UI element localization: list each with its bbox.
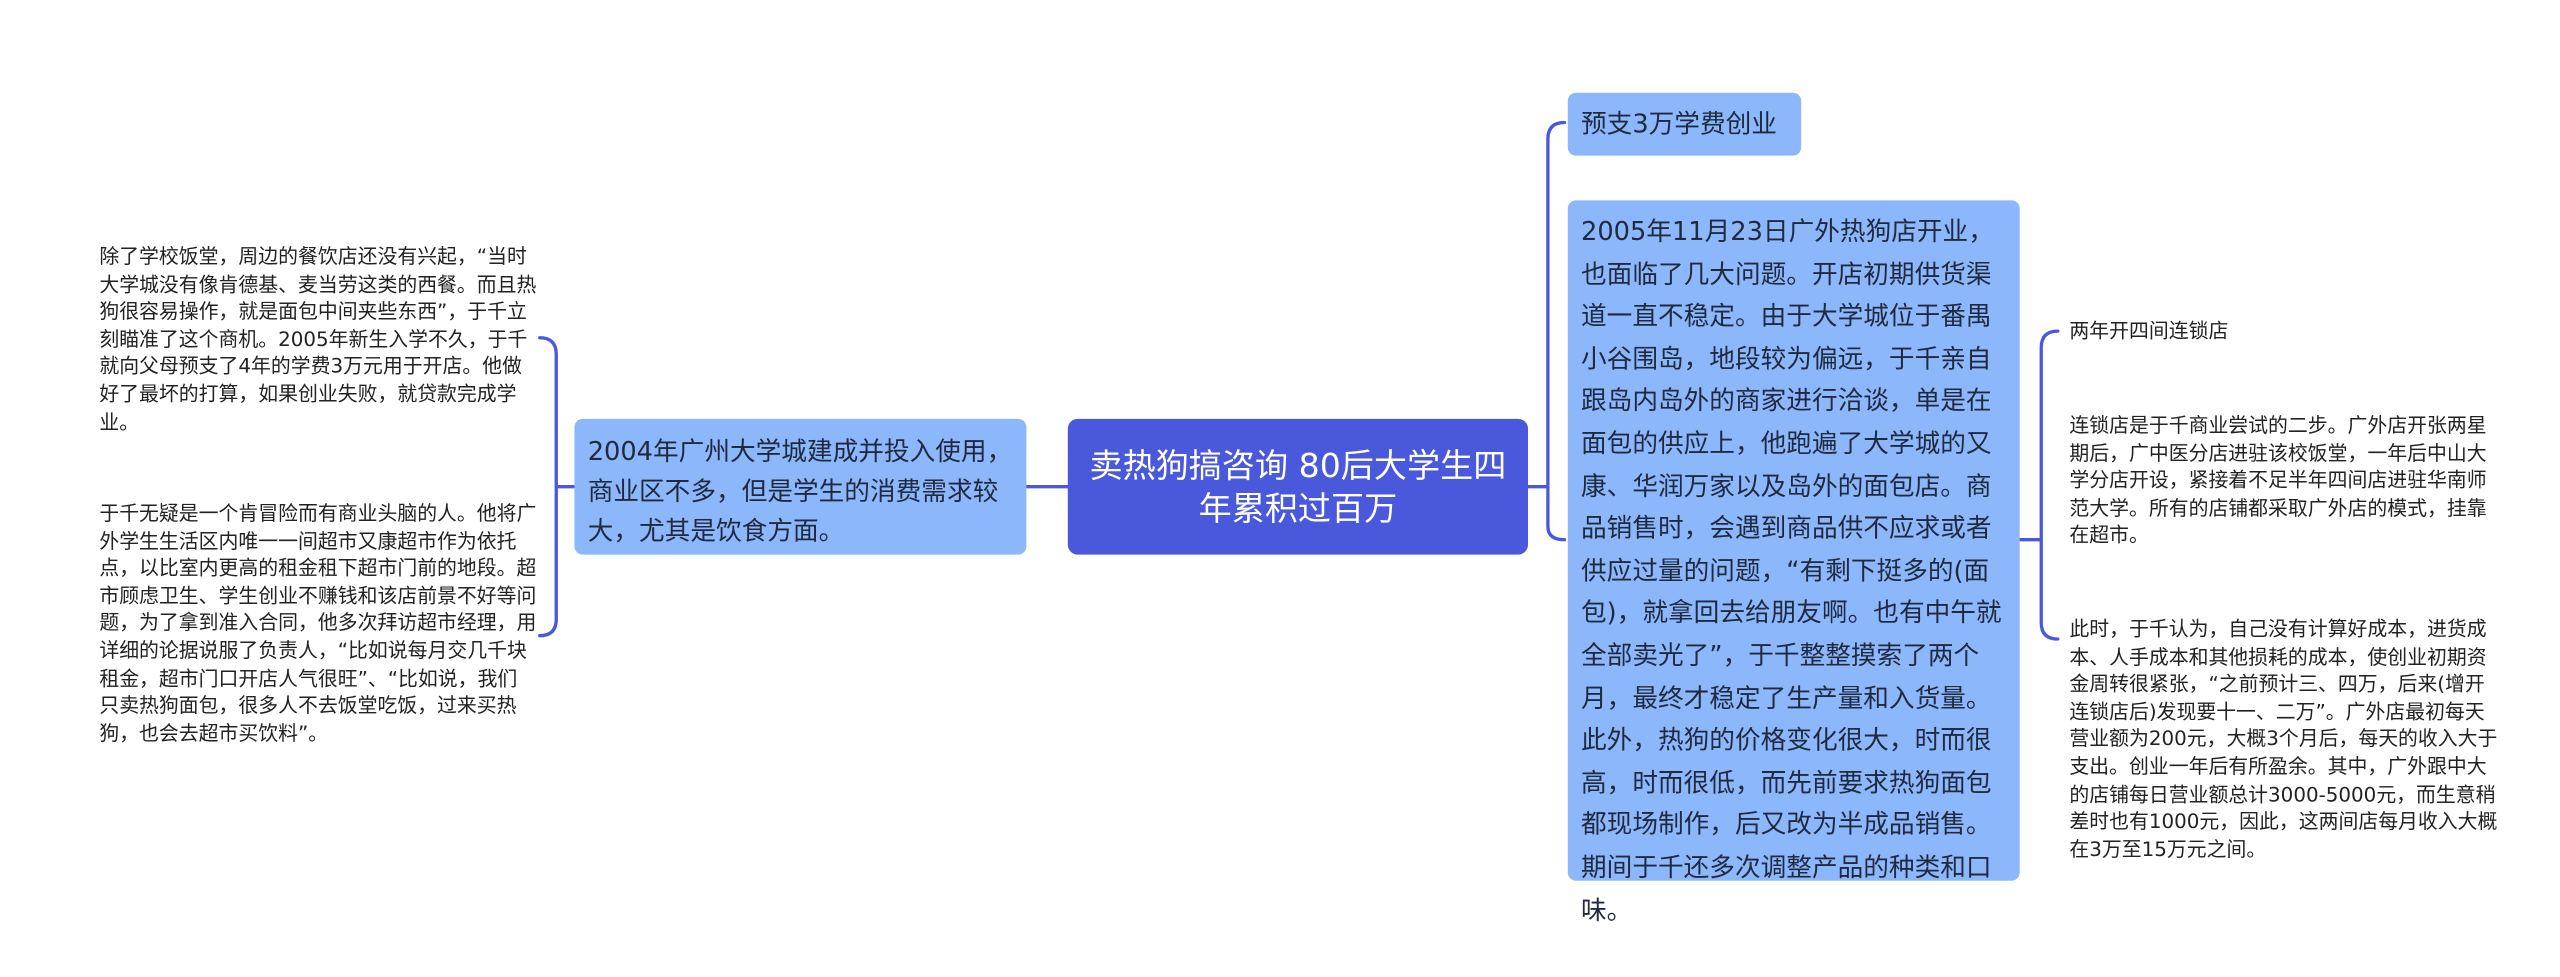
root-topic[interactable]: 卖热狗搞咨询 80后大学生四年累积过百万 [1067, 418, 1529, 555]
left-note-1[interactable]: 除了学校饭堂，周边的餐饮店还没有兴起，“当时大学城没有像肯德基、麦当劳这类的西餐… [99, 243, 536, 435]
left-note-1-text: 除了学校饭堂，周边的餐饮店还没有兴起，“当时大学城没有像肯德基、麦当劳这类的西餐… [99, 245, 537, 434]
right-tag-topic[interactable]: 预支3万学费创业 [1567, 92, 1802, 156]
link-right-notes [2018, 329, 2060, 641]
left-main-topic-text: 2004年广州大学城建成并投入使用，商业区不多，但是学生的消费需求较大，尤其是饮… [587, 437, 1013, 547]
right-note-2-text: 此时，于千认为，自己没有计算好成本，进货成本、人手成本和其他损耗的成本，使创业初… [2069, 617, 2498, 861]
right-note-1-text: 连锁店是于千商业尝试的二步。广外店开张两星期后，广中医分店进驻该校饭堂，一年后中… [2069, 413, 2487, 547]
right-main-topic[interactable]: 2005年11月23日广外热狗店开业，也面临了几大问题。开店初期供货渠道一直不稳… [1567, 200, 2020, 925]
left-main-topic[interactable]: 2004年广州大学城建成并投入使用，商业区不多，但是学生的消费需求较大，尤其是饮… [574, 418, 1027, 555]
left-note-2[interactable]: 于千无疑是一个肯冒险而有商业头脑的人。他将广外学生生活区内唯一一间超市又康超市作… [99, 500, 536, 747]
root-topic-text: 卖热狗搞咨询 80后大学生四年累积过百万 [1089, 445, 1507, 529]
right-note-heading[interactable]: 两年开四间连锁店 [2069, 318, 2499, 345]
right-note-heading-text: 两年开四间连锁店 [2069, 319, 2229, 343]
right-note-2[interactable]: 此时，于千认为，自己没有计算好成本，进货成本、人手成本和其他损耗的成本，使创业初… [2069, 616, 2499, 863]
link-left-notes [538, 336, 577, 638]
right-main-topic-text: 2005年11月23日广外热狗店开业，也面临了几大问题。开店初期供货渠道一直不稳… [1581, 216, 2002, 925]
link-root-right [1526, 120, 1567, 542]
left-note-2-text: 于千无疑是一个肯冒险而有商业头脑的人。他将广外学生生活区内唯一一间超市又康超市作… [99, 501, 537, 745]
right-tag-topic-text: 预支3万学费创业 [1581, 109, 1777, 140]
right-note-1[interactable]: 连锁店是于千商业尝试的二步。广外店开张两星期后，广中医分店进驻该校饭堂，一年后中… [2069, 412, 2499, 549]
